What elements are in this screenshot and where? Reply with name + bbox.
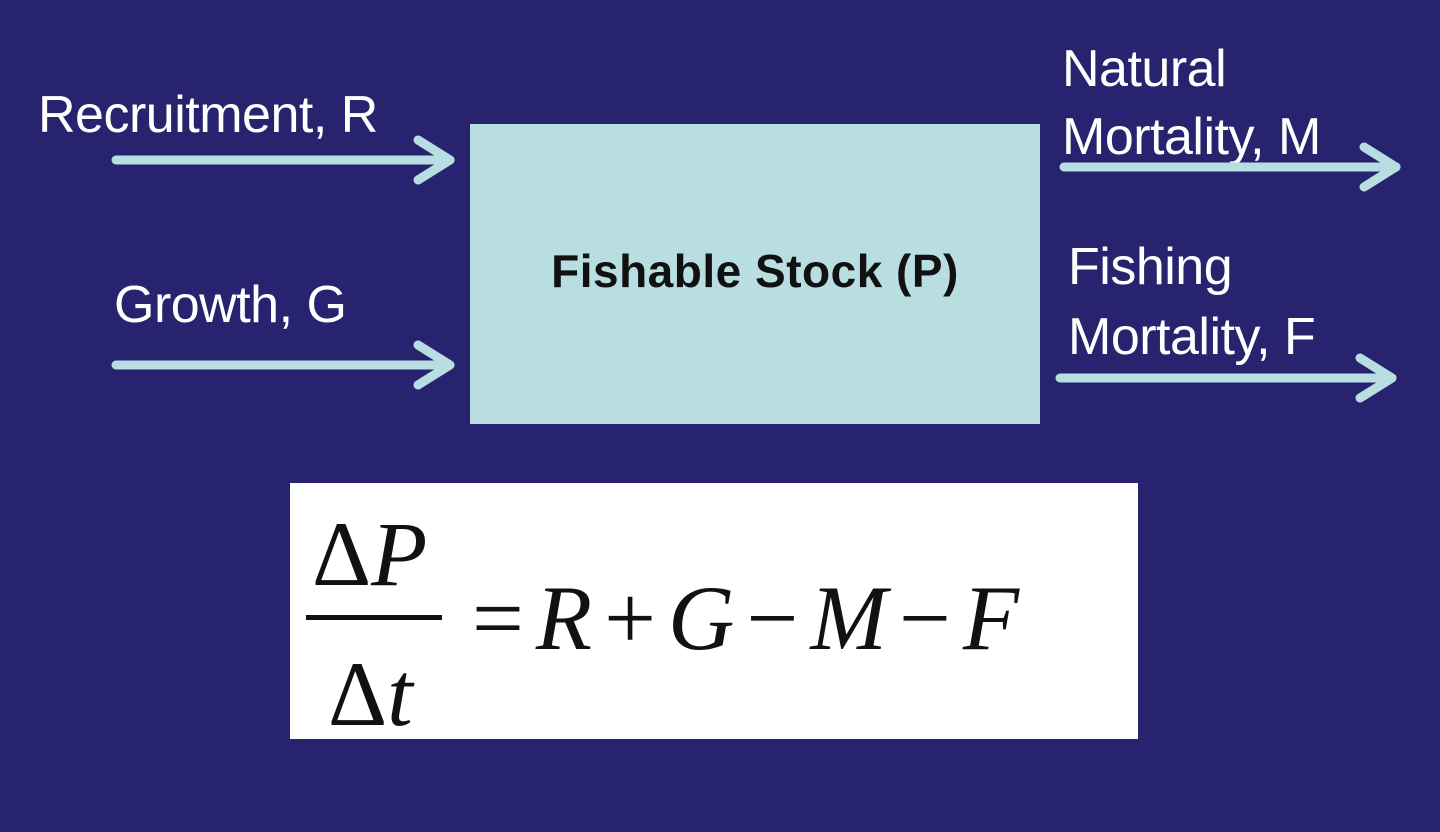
equation-denominator: Δt <box>328 641 413 747</box>
term-g: G <box>667 567 735 669</box>
denominator-variable: t <box>387 643 413 745</box>
term-m: M <box>810 567 887 669</box>
recruitment-label: Recruitment, R <box>38 86 378 144</box>
natural-mortality-label-line1: Natural <box>1062 40 1227 98</box>
minus-sign-2: − <box>898 567 951 669</box>
denominator-delta: Δ <box>328 643 388 745</box>
growth-label: Growth, G <box>114 276 347 334</box>
growth-arrow <box>111 340 455 390</box>
fishing-mortality-label-line1: Fishing <box>1068 238 1233 296</box>
term-f: F <box>962 567 1020 669</box>
numerator-variable: P <box>371 503 428 605</box>
minus-sign-1: − <box>746 567 799 669</box>
fishable-stock-box: Fishable Stock (P) <box>470 124 1040 424</box>
equation-box: ΔP Δt =R+G−M−F <box>290 483 1138 745</box>
numerator-delta: Δ <box>312 503 372 605</box>
fishing-mortality-arrow <box>1055 353 1397 403</box>
natural-mortality-arrow <box>1059 142 1401 192</box>
term-r: R <box>535 567 593 669</box>
fraction-bar <box>306 615 442 620</box>
fishing-mortality-label-line2: Mortality, F <box>1068 308 1316 366</box>
recruitment-arrow <box>111 135 455 185</box>
equation-numerator: ΔP <box>312 501 427 607</box>
natural-mortality-label-line2: Mortality, M <box>1062 108 1321 166</box>
equals-sign: = <box>472 567 524 669</box>
equation-rhs: =R+G−M−F <box>460 565 1019 671</box>
fishable-stock-label: Fishable Stock (P) <box>551 245 959 297</box>
plus-sign: + <box>604 567 656 669</box>
